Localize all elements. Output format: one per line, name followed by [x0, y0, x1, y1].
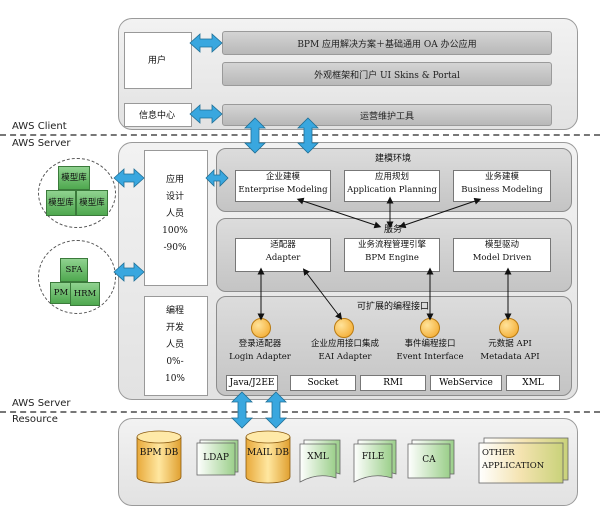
- bpm-solution-bar: BPM 应用解决方案＋基础通用 OA 办公应用: [222, 31, 552, 55]
- ldap-box: [196, 439, 239, 476]
- mail-db-label: MAIL DB: [247, 448, 289, 458]
- interfaces-title: 可扩展的编程接口: [356, 302, 429, 312]
- user-label: 用户: [147, 56, 166, 66]
- developer-box: [144, 296, 208, 396]
- zone-resource-label: Resource: [12, 414, 58, 425]
- user-box: [124, 32, 192, 89]
- mail-db-cylinder: [245, 430, 291, 484]
- info-center-label: 信息中心: [138, 111, 175, 121]
- xml-label: XML: [307, 452, 329, 462]
- modeling-title: 建模环境: [374, 154, 411, 164]
- line-adapter-eai: [302, 268, 343, 320]
- zone-server-top-label: AWS Server: [12, 138, 71, 149]
- ops-tools-bar: 运营维护工具: [222, 104, 552, 126]
- other-app-box: [478, 437, 569, 484]
- bpm-db-label: BPM DB: [139, 448, 179, 458]
- connectors: [257, 196, 512, 321]
- protocol-xml: XML: [506, 375, 560, 391]
- arrow-info-to-ops: [189, 104, 223, 124]
- arrow-server-resource-1: [231, 391, 253, 429]
- model-repo-cube-top: 模型库: [58, 166, 90, 190]
- bpm-db-cylinder: [136, 430, 182, 484]
- designer-box: [144, 150, 208, 286]
- portal-bar: 外观框架和门户 UI Skins & Portal: [222, 62, 552, 86]
- model-repo-cube-left: 模型库: [46, 190, 76, 216]
- file-doc: [353, 439, 397, 483]
- zone-client-label: AWS Client: [12, 121, 67, 132]
- line-enterprise-services: [296, 197, 382, 229]
- file-label: FILE: [361, 452, 385, 462]
- arrow-user-to-bars: [189, 33, 223, 53]
- model-repo-cube-right: 模型库: [76, 190, 108, 216]
- blue-arrows: [113, 33, 319, 429]
- arrow-repo-designer-1: [113, 168, 145, 188]
- protocol-webservice: WebService: [430, 375, 502, 391]
- arrow-designer-modeling: [205, 169, 229, 187]
- ldap-label: LDAP: [203, 453, 229, 463]
- ca-label: CA: [422, 455, 436, 465]
- arrow-server-resource-2: [265, 391, 287, 429]
- sfa-cube: SFA: [60, 258, 88, 282]
- ca-box: [407, 439, 455, 479]
- line-business-services: [398, 197, 482, 229]
- other-app-label: OTHER APPLICATION: [482, 448, 545, 471]
- protocol-rmi: RMI: [360, 375, 426, 391]
- services-title: 服务: [383, 225, 402, 235]
- arrow-client-modeling-1: [244, 117, 266, 154]
- protocol-socket: Socket: [290, 375, 356, 391]
- client-separator: [0, 134, 600, 136]
- zone-server-bottom-label: AWS Server: [12, 398, 71, 409]
- xml-doc: [299, 439, 341, 483]
- server-separator: [0, 411, 600, 413]
- hrm-cube: HRM: [70, 282, 100, 306]
- arrow-repo-designer-2: [113, 262, 145, 282]
- protocol-java: Java/J2EE: [226, 375, 278, 391]
- eai-adapter-dot: [334, 318, 354, 338]
- arrow-client-modeling-2: [297, 117, 319, 154]
